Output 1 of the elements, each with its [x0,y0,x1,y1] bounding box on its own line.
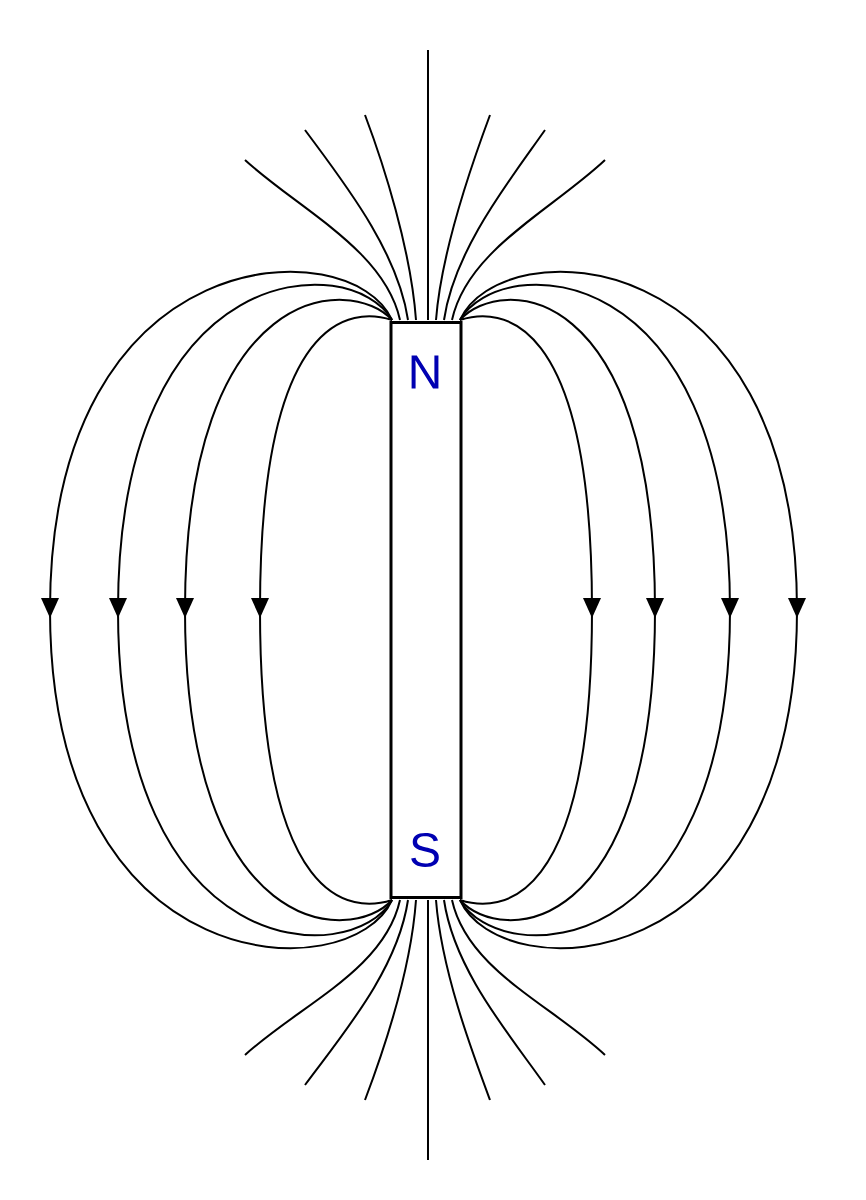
bar-magnet: N S [389,321,463,899]
